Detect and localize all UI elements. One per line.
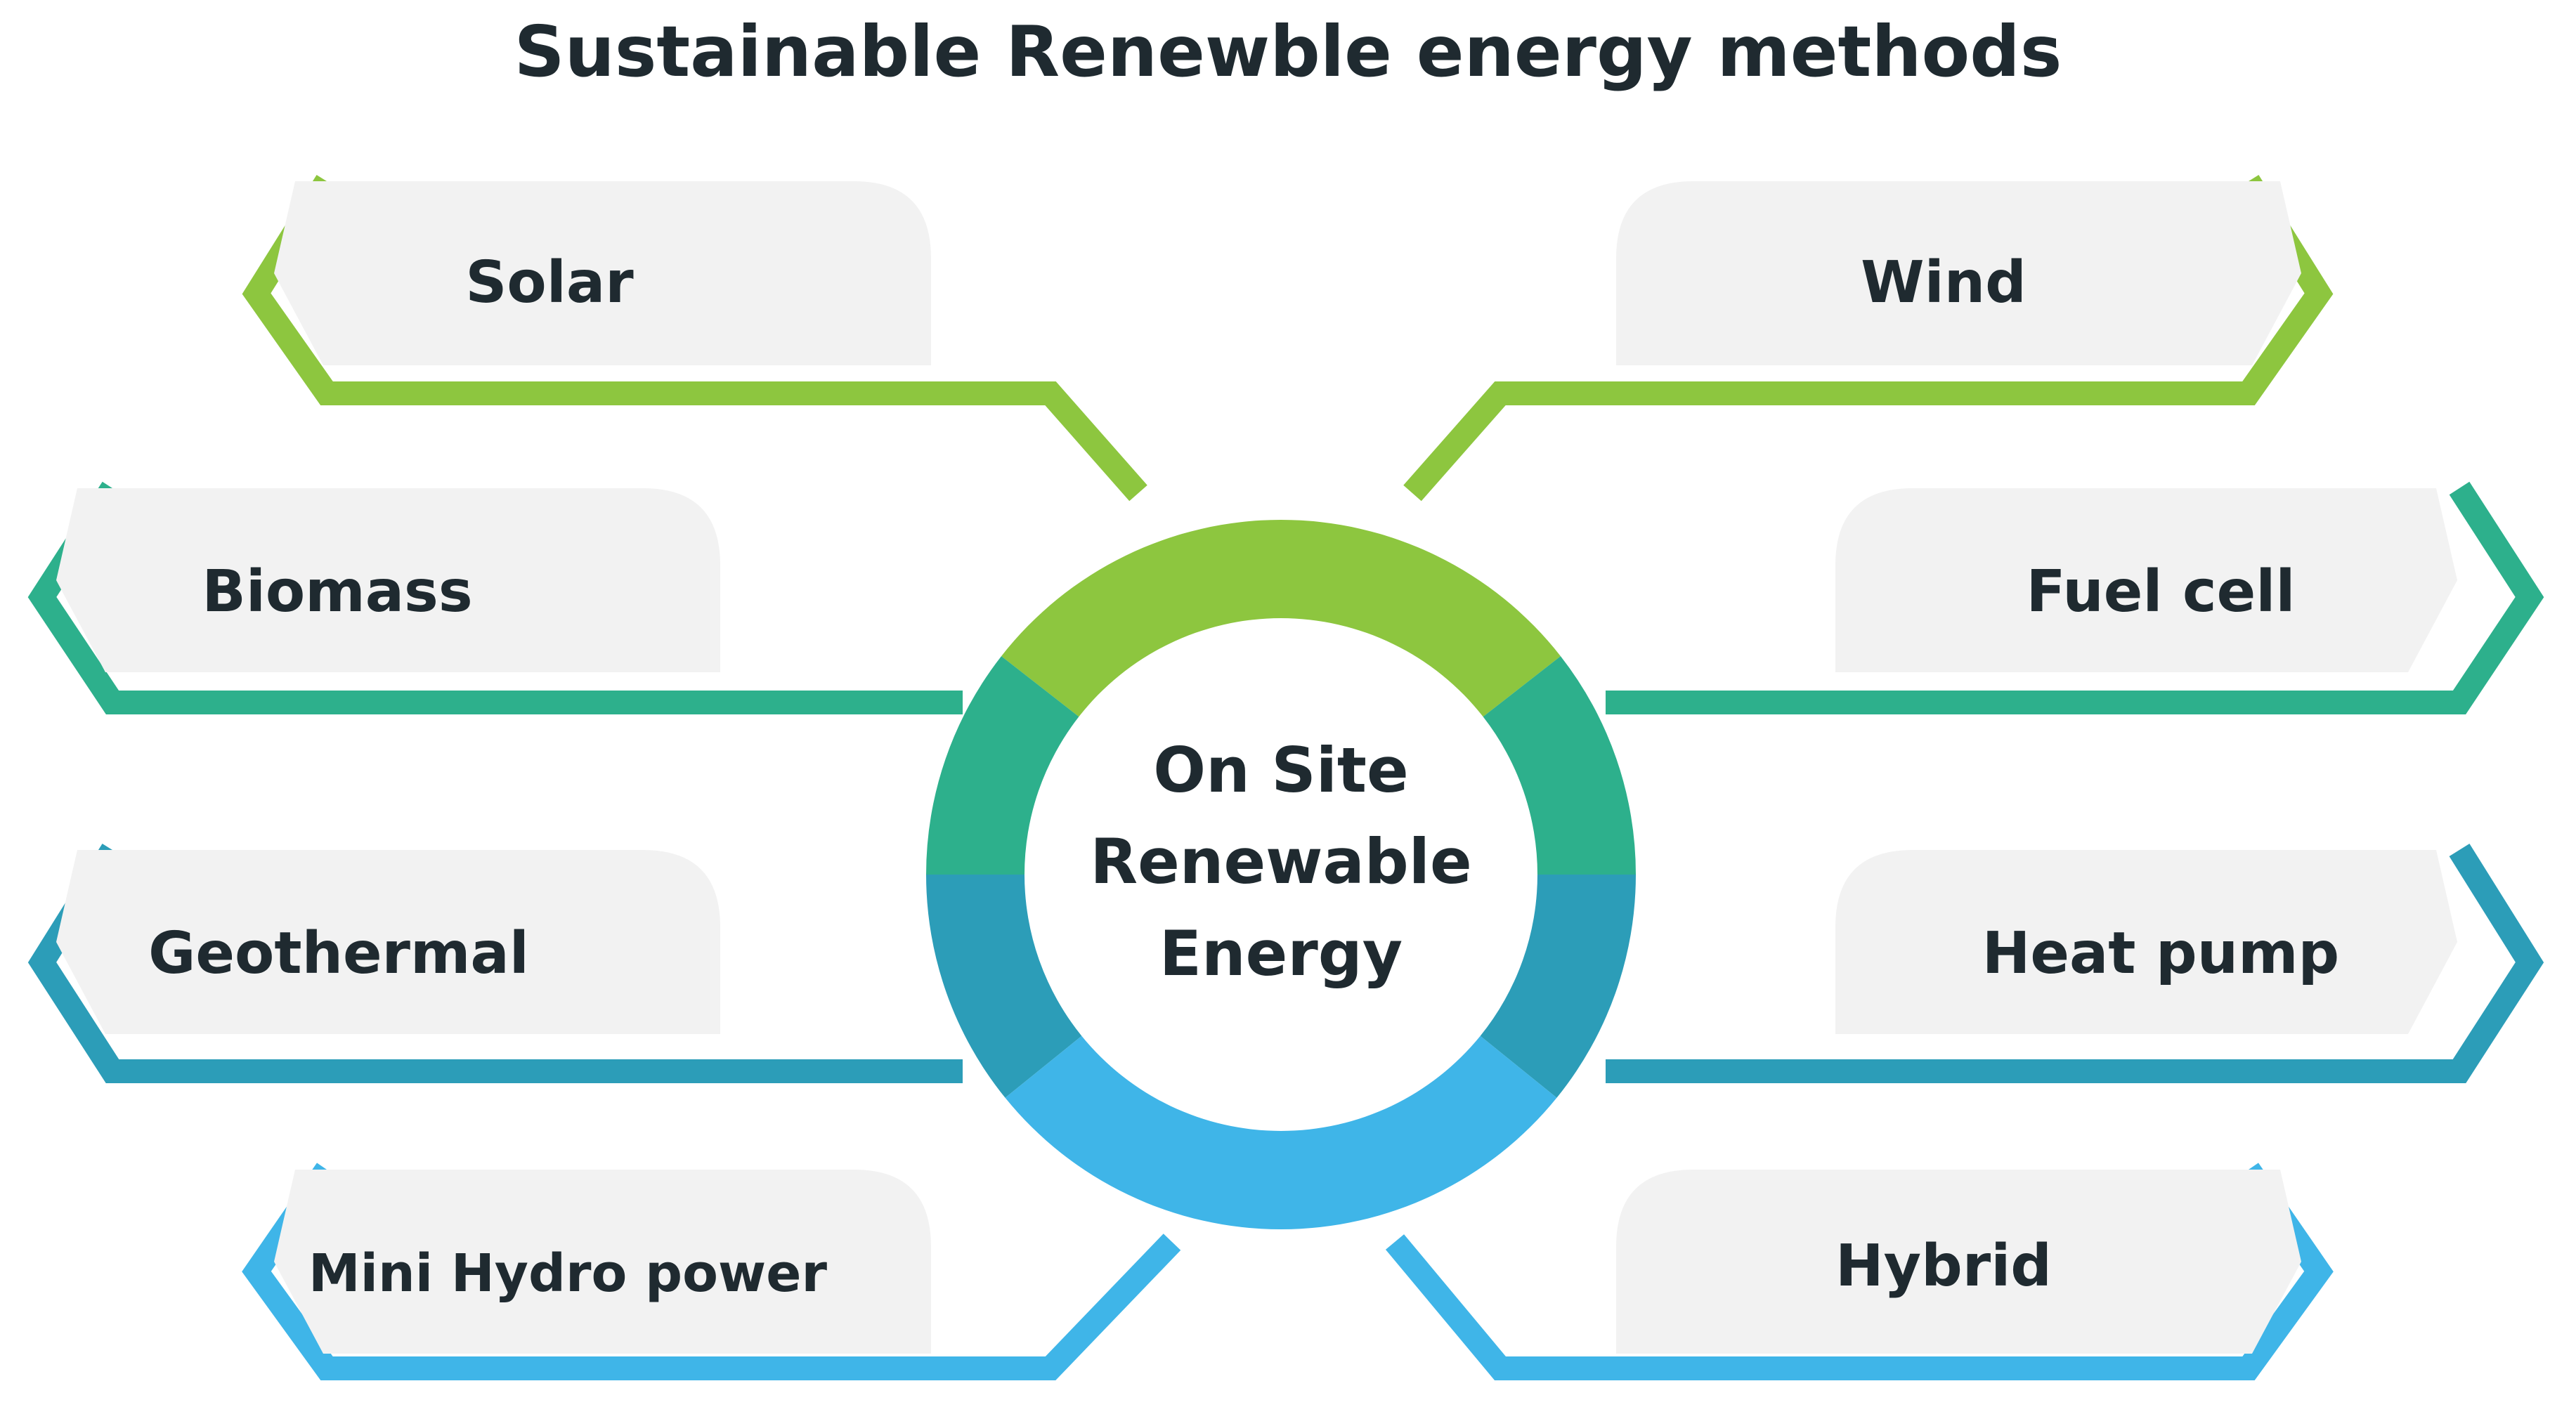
center-ring — [926, 520, 1636, 1230]
connector-fuel-cell — [1606, 481, 2544, 714]
label-wind: Wind — [1861, 249, 2027, 316]
label-mini-hydro-power: Mini Hydro power — [308, 1243, 827, 1304]
card-wind — [1616, 181, 2301, 365]
ring-segment-teal-right — [1483, 656, 1636, 875]
card-biomass — [56, 488, 720, 672]
ring-segment-blueteal-left — [926, 875, 1082, 1098]
label-biomass: Biomass — [202, 558, 472, 625]
connector-heat-pump — [1606, 843, 2544, 1083]
ring-segment-green — [1001, 520, 1561, 717]
card-solar — [274, 181, 931, 365]
ring-segment-skyblue — [1005, 1035, 1557, 1230]
label-heat-pump: Heat pump — [1982, 920, 2340, 987]
card-fuel-cell — [1835, 488, 2457, 672]
label-hybrid: Hybrid — [1835, 1233, 2052, 1300]
center-line-1: On Site — [1153, 734, 1408, 806]
ring-segment-blueteal-right — [1480, 875, 1636, 1098]
center-label: On Site Renewable Energy — [1090, 734, 1471, 990]
card-geothermal — [56, 850, 720, 1034]
center-line-2: Renewable — [1090, 825, 1471, 898]
center-line-3: Energy — [1159, 917, 1403, 990]
card-mini-hydro-power — [274, 1170, 931, 1354]
card-heat-pump — [1835, 850, 2457, 1034]
label-geothermal: Geothermal — [148, 920, 529, 987]
diagram-title: Sustainable Renewble energy methods — [514, 11, 2062, 93]
label-fuel-cell: Fuel cell — [2026, 558, 2295, 625]
card-hybrid — [1616, 1170, 2301, 1354]
label-solar: Solar — [465, 249, 634, 316]
ring-segment-teal-left — [926, 656, 1079, 875]
